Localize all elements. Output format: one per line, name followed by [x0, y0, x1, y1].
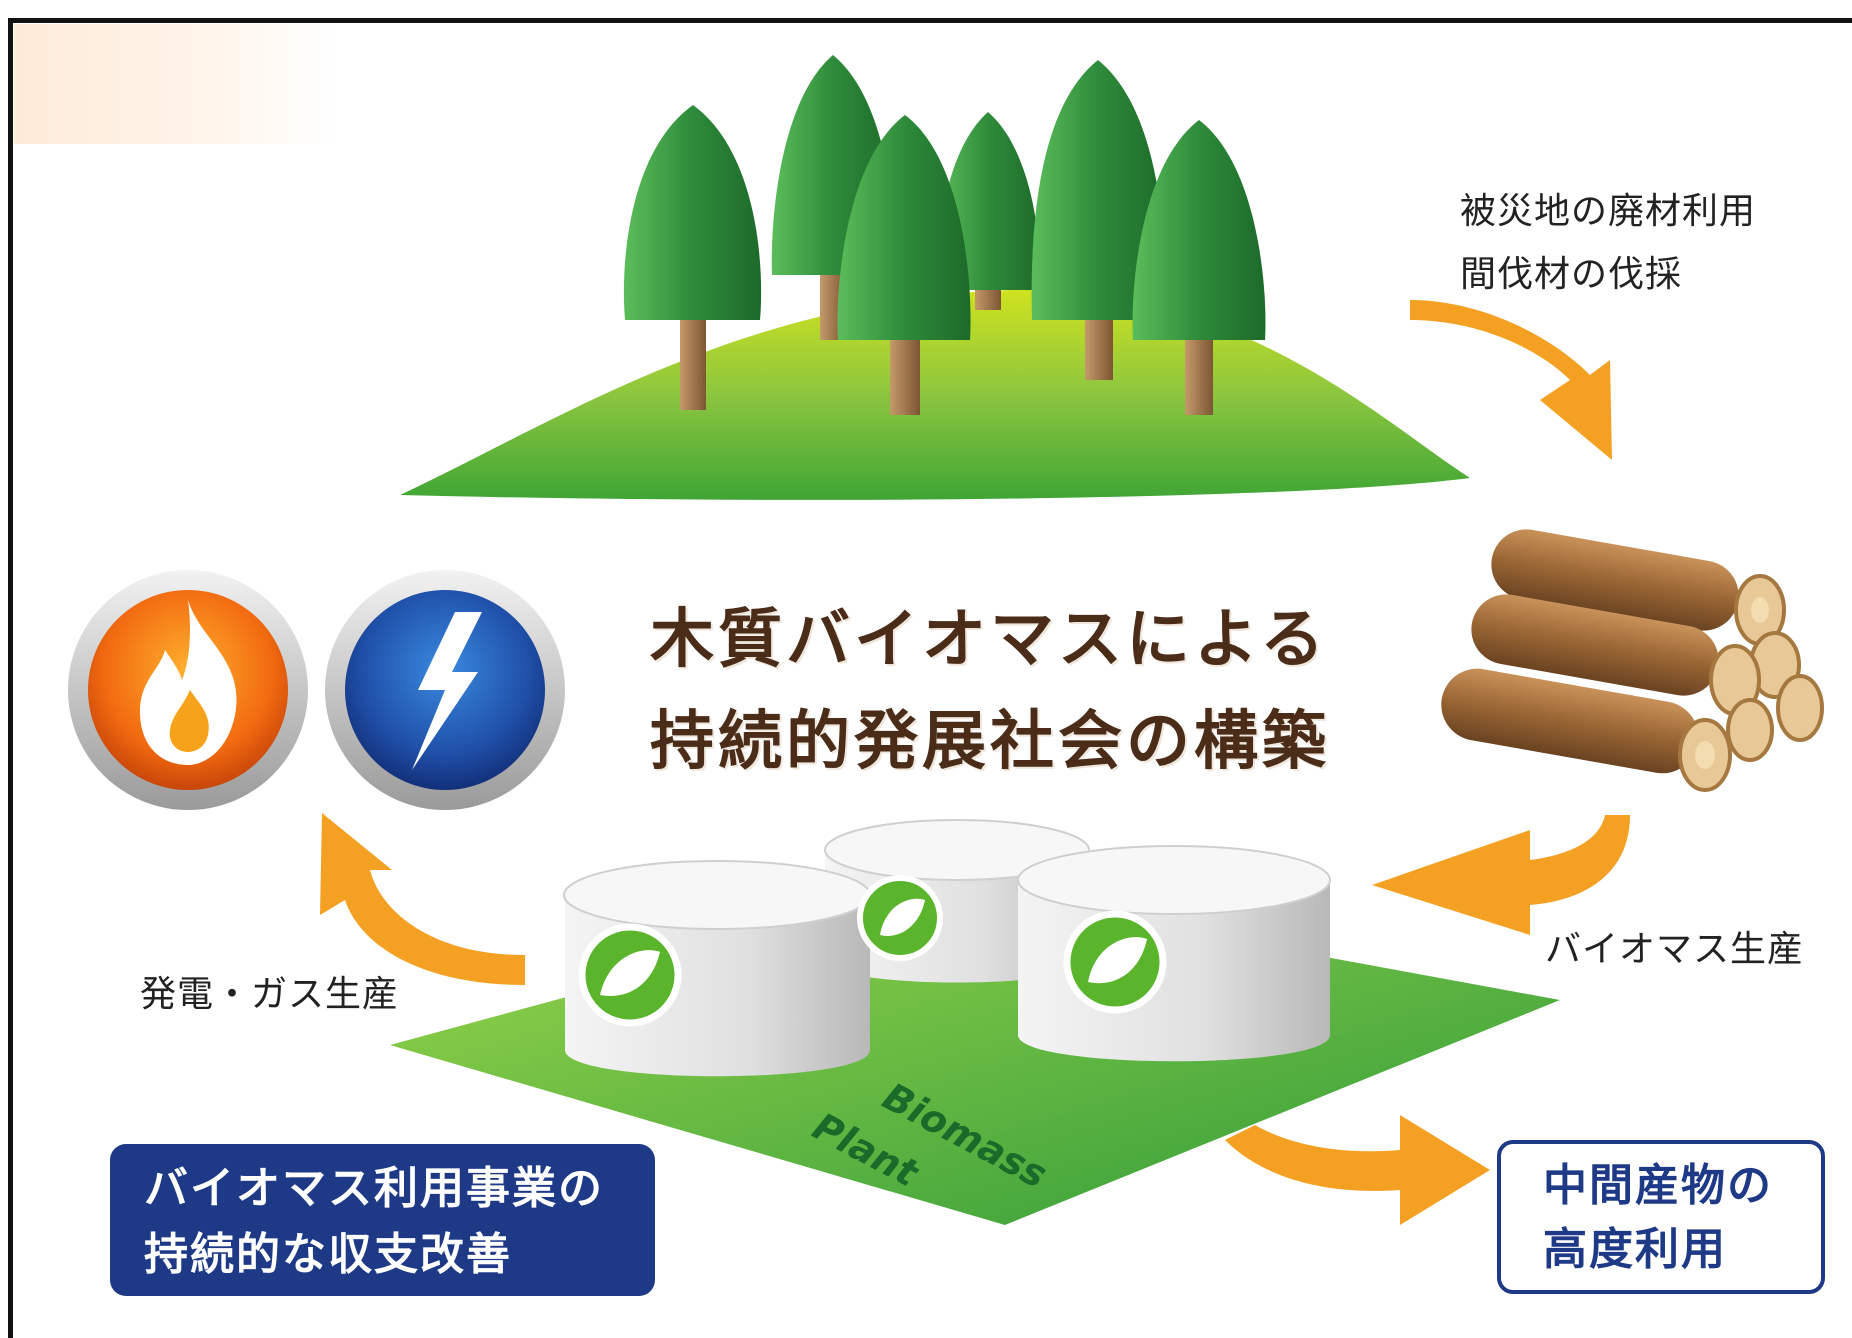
box-left-line2: 持続的な収支改善	[144, 1229, 512, 1280]
title-line2: 持続的発展社会の構築	[650, 705, 1330, 779]
arrow-logs-to-plant	[1372, 815, 1630, 935]
lightning-icon	[325, 570, 565, 810]
box-intermediate-products: 中間産物の 高度利用	[1497, 1140, 1825, 1294]
box-right-line1: 中間産物の	[1543, 1160, 1773, 1211]
flame-icon	[68, 570, 308, 810]
note-line2: 間伐材の伐採	[1460, 254, 1683, 295]
note-line1: 被災地の廃材利用	[1460, 191, 1757, 232]
leaf-icon	[578, 923, 682, 1027]
box-biomass-business: バイオマス利用事業の 持続的な収支改善	[110, 1144, 655, 1296]
tree-icon	[623, 105, 762, 410]
box-right-line2: 高度利用	[1543, 1224, 1727, 1275]
tree-icon	[837, 115, 971, 415]
label-biomass-production: バイオマス生産	[1545, 929, 1805, 970]
tree-icon	[1031, 60, 1166, 380]
arrow-plant-to-energy	[320, 813, 525, 985]
box-left-line1: バイオマス利用事業の	[144, 1163, 604, 1214]
label-power-gas: 発電・ガス生産	[140, 974, 400, 1015]
leaf-icon	[857, 875, 943, 961]
tree-icon	[1132, 120, 1266, 415]
arrow-plant-to-products	[1225, 1115, 1490, 1225]
leaf-icon	[1063, 910, 1167, 1014]
frame-border	[8, 18, 1852, 1338]
title-line1: 木質バイオマスによる	[650, 603, 1329, 677]
corner-fade	[14, 24, 334, 144]
arrow-forest-to-logs	[1410, 300, 1612, 460]
log-icon	[1441, 529, 1824, 792]
